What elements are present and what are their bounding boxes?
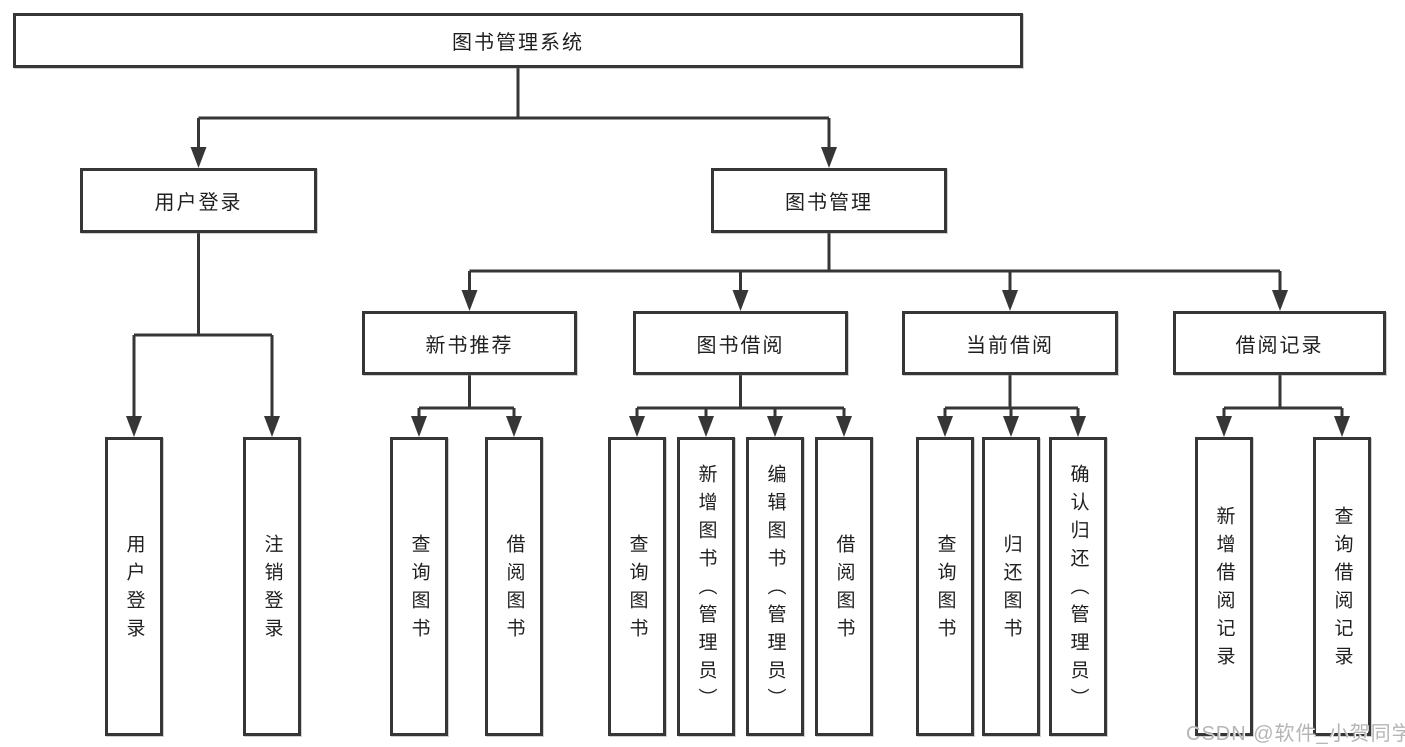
arrowhead-down-icon <box>1002 290 1018 311</box>
arrowhead-down-icon <box>461 290 478 311</box>
arrowhead-down-icon <box>836 416 852 437</box>
node-leaf-query-books-current: 查询图书 <box>916 437 974 736</box>
arrowhead-down-icon <box>1334 416 1350 437</box>
node-leaf-add-books-admin: 新增图书（管理员） <box>677 437 735 736</box>
node-leaf-query-borrow-record: 查询借阅记录 <box>1313 437 1371 736</box>
node-user-login: 用户登录 <box>80 168 317 233</box>
node-borrowing-records: 借阅记录 <box>1173 311 1386 375</box>
node-leaf-user-login: 用户登录 <box>105 437 163 736</box>
arrowhead-down-icon <box>821 147 837 168</box>
node-book-management: 图书管理 <box>711 168 947 233</box>
arrowhead-down-icon <box>1003 416 1019 437</box>
node-leaf-logout: 注销登录 <box>243 437 301 736</box>
arrowhead-down-icon <box>1272 290 1288 311</box>
arrowheads <box>126 147 1350 437</box>
node-leaf-edit-books-admin: 编辑图书（管理员） <box>746 437 804 736</box>
arrowhead-down-icon <box>698 416 714 437</box>
arrowhead-down-icon <box>1216 416 1232 437</box>
watermark: CSDN @软件_小贺同学 <box>1186 723 1405 745</box>
arrowhead-down-icon <box>411 416 427 437</box>
node-leaf-confirm-return-admin: 确认归还（管理员） <box>1049 437 1107 736</box>
node-book-borrowing: 图书借阅 <box>633 311 848 375</box>
arrowhead-down-icon <box>937 416 953 437</box>
arrowhead-down-icon <box>190 147 207 168</box>
node-new-book-recommendation: 新书推荐 <box>362 311 577 375</box>
node-leaf-borrow-books-recommend: 借阅图书 <box>485 437 543 736</box>
node-leaf-query-books-recommend: 查询图书 <box>390 437 448 736</box>
node-leaf-add-borrow-record: 新增借阅记录 <box>1195 437 1253 736</box>
node-leaf-query-books-borrowing: 查询图书 <box>608 437 666 736</box>
arrowhead-down-icon <box>732 290 749 311</box>
arrowhead-down-icon <box>767 416 783 437</box>
arrowhead-down-icon <box>126 416 142 437</box>
arrowhead-down-icon <box>629 416 645 437</box>
node-book-management-system: 图书管理系统 <box>13 13 1023 68</box>
arrowhead-down-icon <box>264 416 280 437</box>
arrowhead-down-icon <box>506 416 522 437</box>
arrowhead-down-icon <box>1070 416 1086 437</box>
node-leaf-borrow-books-borrowing: 借阅图书 <box>815 437 873 736</box>
node-current-borrowing: 当前借阅 <box>902 311 1118 375</box>
node-leaf-return-books: 归还图书 <box>982 437 1040 736</box>
